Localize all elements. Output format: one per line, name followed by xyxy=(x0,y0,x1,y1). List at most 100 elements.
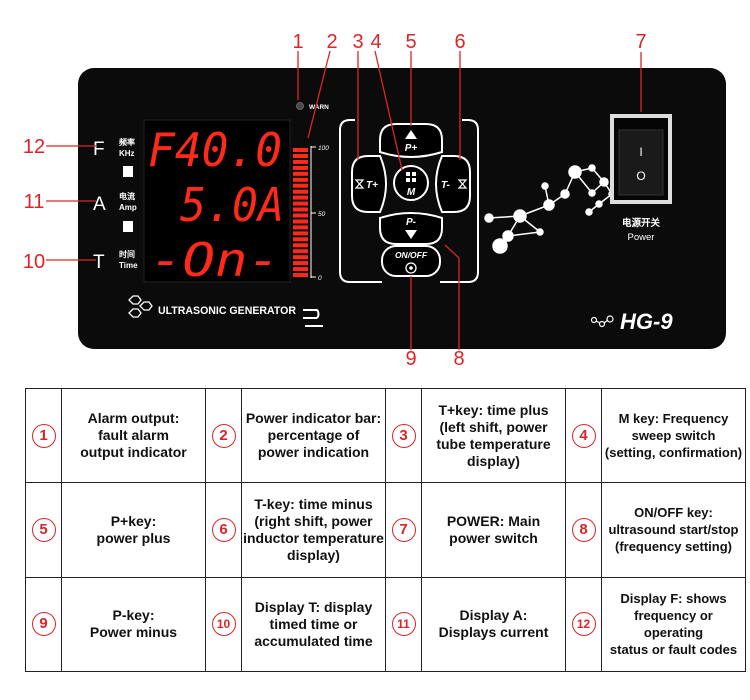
legend-line: accumulated time xyxy=(254,632,373,649)
t-plus-key[interactable]: T+ xyxy=(351,155,387,213)
indicator-t: T 时间 Time xyxy=(93,249,138,273)
legend-line: ON/OFF key: xyxy=(634,505,713,521)
callout-number: 2 xyxy=(326,31,337,53)
model-logo-icon xyxy=(590,315,614,328)
m-key[interactable]: M xyxy=(393,165,429,201)
callout-number: 7 xyxy=(635,31,646,53)
legend-number-cell: 4 xyxy=(565,387,602,484)
indicator-t-cn: 时间 xyxy=(119,249,135,259)
indicator-a-en: Amp xyxy=(119,203,137,212)
switch-label-cn: 电源开关 xyxy=(622,217,661,229)
led-display xyxy=(143,119,291,283)
legend-number: 11 xyxy=(391,612,416,637)
power-bar-segment xyxy=(293,159,308,164)
scale-label-bottom: 0 xyxy=(318,275,322,282)
legend-number-cell: 11 xyxy=(385,576,422,673)
legend-number-cell: 10 xyxy=(205,576,242,673)
indicator-lamp xyxy=(123,166,133,177)
callout-number: 3 xyxy=(352,31,363,53)
display-f: F40.0 xyxy=(148,123,282,177)
power-bar-segment xyxy=(293,154,308,158)
down-arrow-icon xyxy=(405,230,417,239)
display-t: -On- xyxy=(150,233,280,287)
legend-number: 5 xyxy=(31,517,56,542)
power-indicator-bar xyxy=(293,148,308,277)
indicator-f-letter: F xyxy=(93,139,105,160)
grid-icon xyxy=(406,172,416,182)
legend-line: T-key: time minus xyxy=(254,495,373,512)
legend-line: (setting, confirmation) xyxy=(604,445,743,461)
legend-line: (frequency setting) xyxy=(614,539,732,555)
legend-line: timed time or xyxy=(269,615,358,632)
legend-number-cell: 8 xyxy=(565,482,602,578)
power-bar-segment xyxy=(293,237,308,242)
t-minus-label: T- xyxy=(441,180,451,191)
indicator-lamp xyxy=(123,221,133,232)
power-bar-segment xyxy=(293,249,308,254)
legend-line: percentage of xyxy=(267,427,360,444)
indicator-f: F 频率 KHz xyxy=(93,137,135,160)
legend-row: 9 P-key:Power minus 10 Display T: displa… xyxy=(25,576,746,673)
legend-line: Displays current xyxy=(438,624,549,641)
legend-number: 6 xyxy=(211,517,236,542)
callout-numbers: 1 2 3 4 5 6 7 8 9 10 11 12 xyxy=(23,31,647,370)
indicator-f-cn: 频率 xyxy=(119,137,135,147)
switch-off-symbol: O xyxy=(636,169,645,183)
t-plus-label: T+ xyxy=(366,180,378,191)
callout-number: 9 xyxy=(405,348,416,370)
legend-line: Display T: display xyxy=(254,598,373,615)
callout-number: 8 xyxy=(453,348,464,370)
indicator-a-letter: A xyxy=(93,194,106,215)
callout-number: 12 xyxy=(23,136,45,158)
power-bar-segment xyxy=(293,255,308,260)
legend-line: T+key: time plus xyxy=(438,401,549,418)
p-plus-key[interactable]: P+ xyxy=(379,123,443,158)
legend-description: P+key:power plus xyxy=(61,482,206,578)
warn-label: WARN xyxy=(309,104,329,111)
t-minus-key[interactable]: T- xyxy=(435,155,471,213)
callout-lines xyxy=(46,50,642,350)
panel-title: ULTRASONIC GENERATOR xyxy=(158,305,296,317)
hourglass-icon xyxy=(354,179,365,189)
legend-line: (right shift, power xyxy=(254,512,373,529)
on-off-key[interactable]: ON/OFF xyxy=(381,245,441,277)
legend-line: status or fault codes xyxy=(609,642,738,658)
legend-line: (left shift, power xyxy=(439,418,548,435)
switch-label-en: Power xyxy=(628,232,655,243)
legend-number: 10 xyxy=(211,612,236,637)
power-switch[interactable]: I O xyxy=(610,114,672,204)
power-bar-segment xyxy=(293,213,308,218)
power-bar-segment xyxy=(293,273,308,277)
legend-line: display) xyxy=(467,452,520,469)
legend-number-cell: 2 xyxy=(205,387,242,484)
legend-line: Alarm output: xyxy=(87,410,180,427)
callout-number: 1 xyxy=(292,31,303,53)
power-bar-segment xyxy=(293,201,308,206)
legend-line: Power indicator bar: xyxy=(245,410,382,427)
hourglass-icon xyxy=(457,179,468,189)
legend-number: 2 xyxy=(211,423,236,448)
legend-line: power plus xyxy=(96,529,171,546)
legend-number: 8 xyxy=(571,517,596,542)
power-bar-segment xyxy=(293,225,308,230)
power-bar-segment xyxy=(293,183,308,188)
legend-number: 7 xyxy=(391,517,416,542)
callout-number: 5 xyxy=(405,31,416,53)
hexagon-logo-icon xyxy=(128,295,153,318)
legend-line: frequency or operating xyxy=(634,608,713,641)
legend-number: 1 xyxy=(31,423,56,448)
legend-line: P-key: xyxy=(112,607,155,624)
legend-number-cell: 7 xyxy=(385,482,422,578)
legend-number-cell: 12 xyxy=(565,576,602,673)
legend-number: 4 xyxy=(571,423,596,448)
p-minus-key[interactable]: P- xyxy=(379,212,443,245)
callout-number: 11 xyxy=(24,191,45,213)
power-bar-segment xyxy=(293,177,308,182)
indicator-a: A 电流 Amp xyxy=(93,191,137,215)
legend-number-cell: 5 xyxy=(25,482,62,578)
legend-line: Power minus xyxy=(89,624,178,641)
